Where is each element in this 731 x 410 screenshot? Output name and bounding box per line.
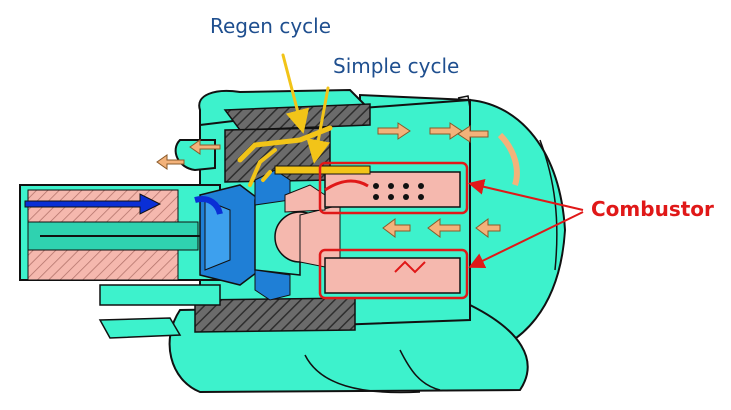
cycle-flow-arrows: [237, 53, 371, 187]
regen-cycle-label: Regen cycle: [210, 14, 332, 38]
combustor-callouts: [318, 161, 584, 300]
gas-flow-arrows: [156, 122, 520, 238]
combustor-liners: [324, 171, 461, 294]
combustor-label: Combustor: [591, 197, 714, 221]
compressor-core: [199, 169, 341, 301]
inlet-air-arrows: [24, 193, 223, 215]
simple-cycle-label: Simple cycle: [333, 54, 460, 78]
